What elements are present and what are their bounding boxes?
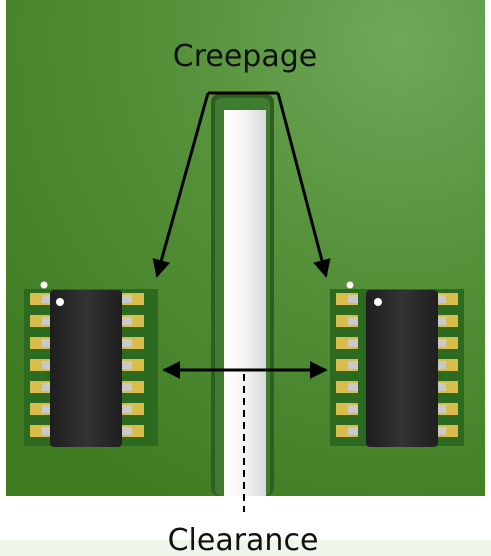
left-ic-pin-left-1 — [42, 295, 52, 303]
right-ic-pin-left-2 — [348, 317, 358, 325]
right-ic-pin-left-7 — [348, 427, 358, 435]
right-ic-pin-right-1 — [436, 295, 446, 303]
creepage-left-arrow — [152, 92, 210, 278]
right-ic-body — [366, 290, 438, 447]
left-ic-pin-left-7 — [42, 427, 52, 435]
right-ic-pin-right-7 — [436, 427, 446, 435]
right-ic-pin-left-5 — [348, 383, 358, 391]
left-ic-pin-left-2 — [42, 317, 52, 325]
left-ic-pin-right-1 — [122, 295, 132, 303]
right-ic-pin-right-3 — [436, 339, 446, 347]
left-ic — [24, 281, 158, 447]
left-ic-pin-right-7 — [122, 427, 132, 435]
clearance-label: Clearance — [168, 523, 319, 556]
left-ic-pads — [30, 293, 144, 437]
right-ic — [330, 281, 464, 447]
left-ic-pin-right-5 — [122, 383, 132, 391]
left-ic-pin-left-6 — [42, 405, 52, 413]
right-ic-pin-left-1 — [348, 295, 358, 303]
right-ic-pin-right-4 — [436, 361, 446, 369]
isolation-slot — [211, 94, 274, 496]
right-ic-pin1-dot-outer — [346, 281, 354, 289]
right-ic-pin-right-6 — [436, 405, 446, 413]
right-ic-pin1-dot — [374, 298, 382, 306]
creepage-path — [152, 91, 331, 278]
creepage-right-arrow — [276, 92, 331, 278]
left-ic-pin-right-3 — [122, 339, 132, 347]
right-ic-pads — [336, 293, 458, 437]
left-ic-pin-right-4 — [122, 361, 132, 369]
left-ic-pin-left-5 — [42, 383, 52, 391]
left-ic-pin-right-6 — [122, 405, 132, 413]
left-ic-pin-left-3 — [42, 339, 52, 347]
left-ic-body — [50, 290, 122, 447]
left-ic-pin1-dot — [56, 298, 64, 306]
right-ic-pin-left-4 — [348, 361, 358, 369]
left-ic-pin-left-4 — [42, 361, 52, 369]
right-ic-pin-left-6 — [348, 405, 358, 413]
right-ic-pin-left-3 — [348, 339, 358, 347]
right-ic-pin-right-2 — [436, 317, 446, 325]
left-ic-pin1-dot-outer — [40, 281, 48, 289]
left-ic-pin-right-2 — [122, 317, 132, 325]
right-ic-pin-right-5 — [436, 383, 446, 391]
board-bottom-fade — [0, 540, 491, 556]
creepage-label: Creepage — [173, 39, 317, 74]
